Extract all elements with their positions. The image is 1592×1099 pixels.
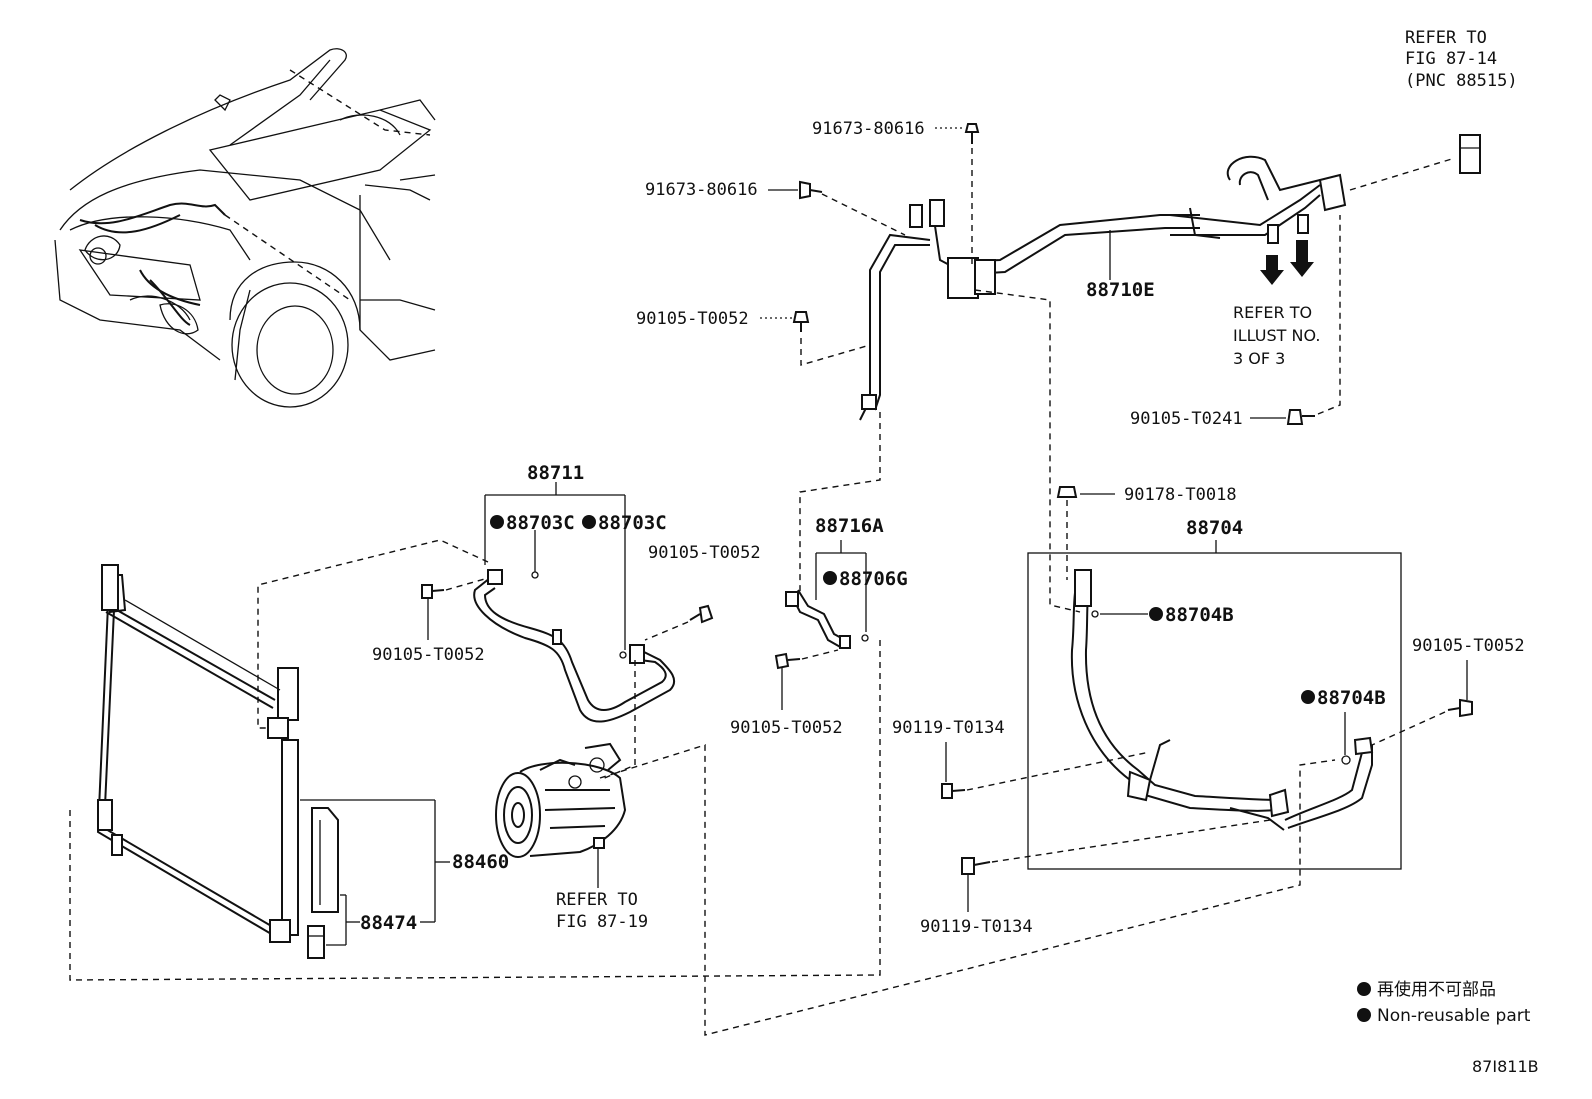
label-88711: 88711 [527, 462, 584, 484]
bolt-90105-t0052-left [421, 584, 445, 599]
compressor-part [495, 742, 627, 858]
vehicle-illustration [54, 48, 436, 408]
bolt-90119-t0134-lower [961, 857, 991, 875]
leader-fig-87-14 [1349, 157, 1456, 191]
refer-fig-87-19-line1: REFER TO [556, 890, 638, 910]
label-90105-t0241: 90105-T0241 [1130, 409, 1243, 429]
label-90119-t0134-upper: 90119-T0134 [892, 718, 1005, 738]
label-90105-t0052-mid: 90105-T0052 [648, 543, 761, 563]
dash-91673-left [821, 193, 906, 236]
bolt-90119-t0134-upper [941, 783, 966, 799]
label-88716a: 88716A [815, 515, 884, 537]
dash-90105-t0241 [1317, 215, 1341, 415]
label-88704b-b: 88704B [1317, 687, 1386, 709]
expansion-valve-part [1459, 134, 1481, 174]
label-88710e: 88710E [1086, 279, 1155, 301]
bolt-90105-t0241 [1286, 409, 1315, 425]
nut-90178-t0018 [1056, 486, 1078, 498]
label-88460: 88460 [452, 851, 509, 873]
dash-90105-mid [644, 621, 689, 641]
bolt-90105-t0052-upper [792, 311, 810, 332]
bolt-90105-t0052-right [1447, 698, 1473, 718]
legend-dot-en [1357, 1008, 1371, 1022]
dash-90119-lower [991, 819, 1271, 863]
refer-fig-87-19-line2: FIG 87-19 [556, 912, 648, 932]
dash-condenser-frame [69, 640, 881, 981]
hose-88711-part [473, 569, 676, 723]
label-88706g: 88706G [839, 568, 908, 590]
dash-pipe-to-88704 [974, 289, 1081, 613]
bolt-91673-left [799, 180, 823, 200]
refer-arrows [1260, 240, 1314, 285]
label-90105-t0052-lower: 90105-T0052 [730, 718, 843, 738]
label-91673-top: 91673-80616 [812, 119, 925, 139]
box-88704 [1027, 552, 1402, 870]
refer-illust-line2: ILLUST NO. [1233, 326, 1320, 345]
bolt-90105-t0052-lower [774, 652, 801, 670]
bolt-90105-t0052-mid [689, 604, 714, 624]
legend-line-cn: 再使用不可部品 [1377, 979, 1496, 1000]
dash-90105-lower [801, 649, 839, 660]
nonreusable-dot-88706g [823, 571, 837, 585]
refer-fig-87-14-line2: FIG 87-14 [1405, 49, 1497, 69]
nonreusable-dot-88703c-a [490, 515, 504, 529]
nonreusable-dot-88704b-a [1149, 607, 1163, 621]
legend-line-en: Non-reusable part [1377, 1006, 1531, 1026]
label-91673-left: 91673-80616 [645, 180, 758, 200]
label-90119-t0134-lower: 90119-T0134 [920, 917, 1033, 937]
dash-compressor-link [599, 660, 636, 781]
dash-90105-left [445, 577, 489, 591]
label-88703c-b: 88703C [598, 512, 667, 534]
figure-code: 87I811B [1472, 1057, 1539, 1076]
label-90105-t0052-upper: 90105-T0052 [636, 309, 749, 329]
dash-90119-upper [966, 751, 1151, 791]
bolt-91673-top [964, 123, 980, 144]
tube-88716a-part [785, 589, 869, 649]
label-88474: 88474 [360, 912, 417, 934]
refer-fig-87-14-line3: (PNC 88515) [1405, 71, 1518, 91]
refer-illust-line3: 3 OF 3 [1233, 349, 1285, 368]
nonreusable-dot-88704b-b [1301, 690, 1315, 704]
condenser-88460-part [96, 564, 299, 943]
dash-90105-right [1371, 711, 1446, 746]
filter-88474-part [307, 807, 339, 959]
refer-fig-87-14-line1: REFER TO [1405, 28, 1487, 48]
dash-condenser-upper [257, 539, 489, 729]
pipe-assembly-88710e [859, 155, 1347, 421]
legend-dot-cn [1357, 982, 1371, 996]
refer-illust-line1: REFER TO [1233, 303, 1312, 322]
label-90105-t0052-left: 90105-T0052 [372, 645, 485, 665]
label-88704b-a: 88704B [1165, 604, 1234, 626]
dash-pipe-to-88716a [799, 412, 881, 595]
label-90178-t0018: 90178-T0018 [1124, 485, 1237, 505]
nonreusable-dot-88703c-b [582, 515, 596, 529]
label-88704: 88704 [1186, 517, 1243, 539]
label-88703c-a: 88703C [506, 512, 575, 534]
dash-compressor-outline [599, 744, 1336, 1036]
label-90105-t0052-right: 90105-T0052 [1412, 636, 1525, 656]
tube-88704-part [1070, 569, 1374, 831]
dash-90105-upper [800, 338, 871, 366]
